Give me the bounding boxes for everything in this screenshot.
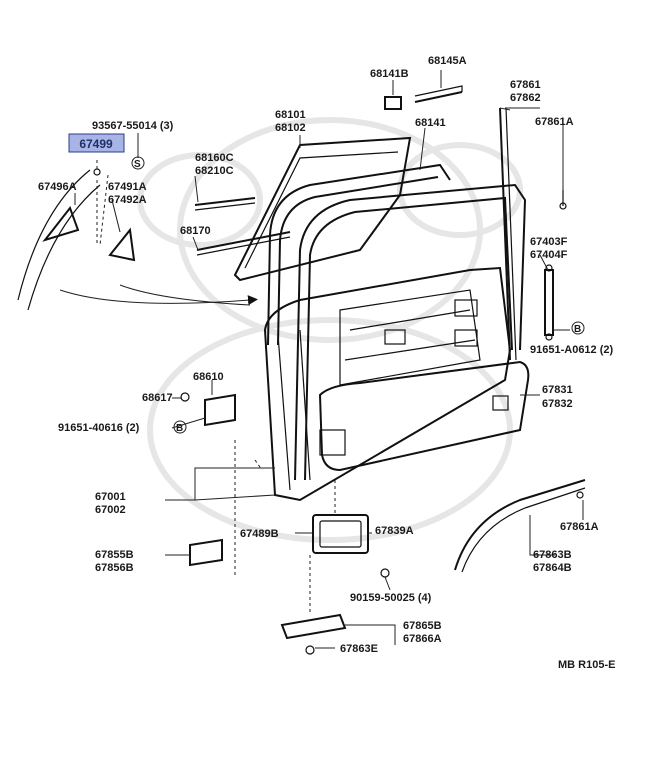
body-contour [17, 169, 91, 301]
label-67403f[interactable]: 67403F [530, 236, 568, 248]
label-68141b[interactable]: 68141B [370, 68, 409, 80]
label-67862[interactable]: 67862 [510, 92, 541, 104]
callout-b-left: B [176, 423, 183, 434]
label-67855b[interactable]: 67855B [95, 549, 134, 561]
direction-arrow [59, 289, 258, 306]
label-67865b[interactable]: 67865B [403, 620, 442, 632]
part-67865b [280, 613, 347, 640]
part-67861 [499, 107, 511, 361]
label-67492a[interactable]: 67492A [108, 194, 147, 206]
label-91651-a0612[interactable]: 91651-A0612 (2) [530, 344, 614, 356]
label-67863b[interactable]: 67863B [533, 549, 572, 561]
leader-lines [74, 70, 584, 649]
label-67861a-bottom[interactable]: 67861A [560, 521, 599, 533]
label-68101[interactable]: 68101 [275, 109, 306, 121]
highlighted-part-label[interactable]: 67499 [68, 133, 125, 153]
label-68170[interactable]: 68170 [180, 225, 211, 237]
label-67861[interactable]: 67861 [510, 79, 541, 91]
label-67839a[interactable]: 67839A [375, 525, 414, 537]
label-67864b[interactable]: 67864B [533, 562, 572, 574]
door-assembly [263, 266, 512, 502]
part-67831 [318, 360, 530, 472]
part-68141b [384, 96, 402, 110]
callout-s: S [134, 159, 141, 170]
callout-b-circle-right [571, 321, 585, 335]
part-67496a [42, 205, 80, 242]
label-68141[interactable]: 68141 [415, 117, 446, 129]
label-67831[interactable]: 67831 [542, 384, 573, 396]
door-frame [267, 163, 527, 481]
label-67001[interactable]: 67001 [95, 491, 126, 503]
label-67866a[interactable]: 67866A [403, 633, 442, 645]
highlight-box [68, 133, 125, 153]
label-67496a[interactable]: 67496A [38, 181, 77, 193]
label-67861a-top[interactable]: 67861A [535, 116, 574, 128]
label-67856b[interactable]: 67856B [95, 562, 134, 574]
part-67403f [544, 269, 554, 336]
label-68145a[interactable]: 68145A [428, 55, 467, 67]
callout-s-circle [131, 156, 145, 170]
label-67832[interactable]: 67832 [542, 398, 573, 410]
part-67855b [189, 538, 223, 567]
label-90159[interactable]: 90159-50025 (4) [350, 592, 432, 604]
label-68210c[interactable]: 68210C [195, 165, 234, 177]
label-67404f[interactable]: 67404F [530, 249, 568, 261]
label-68617[interactable]: 68617 [142, 392, 173, 404]
part-68145a [414, 91, 463, 103]
callout-b-circle-left [173, 420, 187, 434]
label-68610[interactable]: 68610 [193, 371, 224, 383]
callout-b-right: B [574, 324, 581, 335]
label-68160c[interactable]: 68160C [195, 152, 234, 164]
part-68610 [204, 393, 236, 427]
label-67489b[interactable]: 67489B [240, 528, 279, 540]
label-67002[interactable]: 67002 [95, 504, 126, 516]
part-67863b [454, 479, 586, 571]
label-68102[interactable]: 68102 [275, 122, 306, 134]
watermark [137, 117, 523, 543]
part-67839a [312, 514, 369, 554]
diagram-code: MB R105-E [558, 659, 615, 671]
part-68160c [194, 197, 256, 206]
label-67499[interactable]: 67499 [79, 137, 113, 151]
part-67491a [108, 227, 136, 262]
label-67491a[interactable]: 67491A [108, 181, 147, 193]
label-91651-40616[interactable]: 91651-40616 (2) [58, 422, 140, 434]
part-68170 [196, 231, 291, 251]
label-93567[interactable]: 93567-55014 (3) [92, 120, 174, 132]
label-67863e[interactable]: 67863E [340, 643, 378, 655]
